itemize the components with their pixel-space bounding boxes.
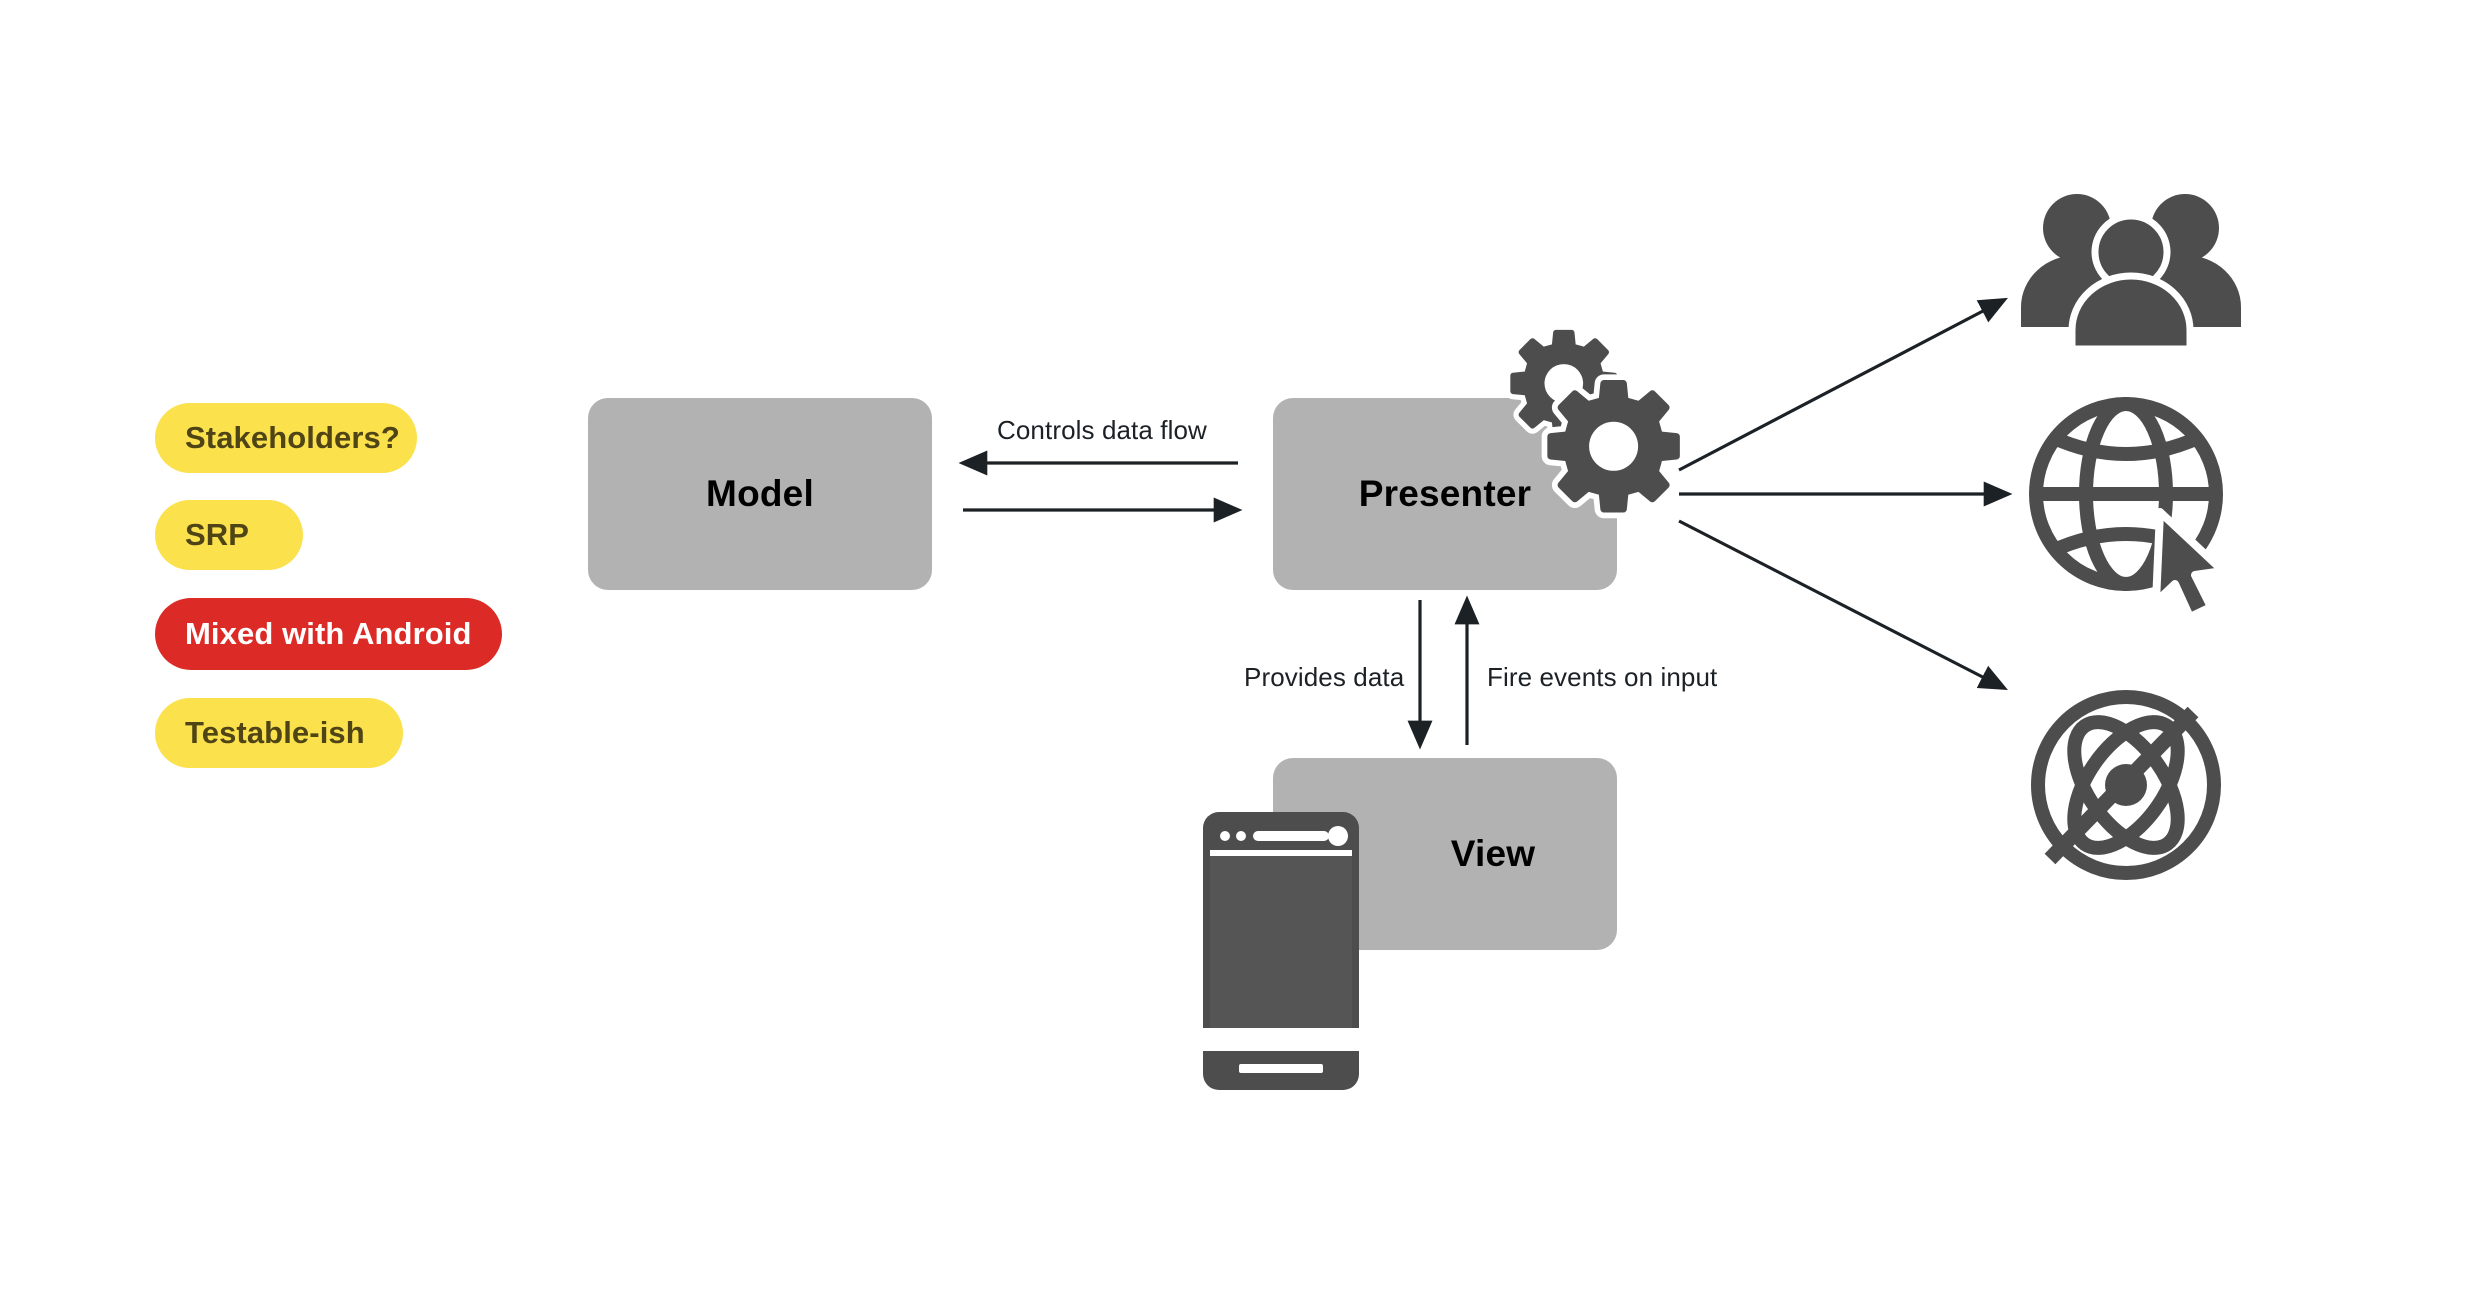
connector-label-fire-events-on-input: Fire events on input	[1487, 662, 1718, 692]
tag-pill-srp[interactable]: SRP	[155, 500, 303, 570]
atom-nucleus-icon	[2105, 764, 2147, 806]
tag-pill-label: Mixed with Android	[185, 616, 472, 651]
model-box[interactable]: Model	[588, 398, 932, 590]
tag-pill-testable-ish[interactable]: Testable-ish	[155, 698, 403, 768]
cursor-arrow-icon	[2152, 508, 2227, 621]
tag-pill-label: SRP	[185, 517, 250, 552]
connector-label-controls-data-flow: Controls data flow	[997, 415, 1207, 445]
tag-pill-label: Stakeholders?	[185, 420, 400, 455]
mobile-phone-icon	[1203, 812, 1359, 1090]
arrow-presenter-to-stakeholders	[1678, 297, 2008, 472]
tag-pill-label: Testable-ish	[185, 715, 365, 750]
arrow-presenter-to-testing	[1678, 519, 2008, 691]
view-box-label: View	[1450, 833, 1536, 874]
connector-label-provides-data: Provides data	[1244, 662, 1405, 692]
presenter-box[interactable]: Presenter	[1273, 398, 1617, 590]
presenter-box-label: Presenter	[1358, 473, 1532, 514]
stakeholders-group-icon	[2021, 194, 2241, 353]
tag-pill-stakeholders[interactable]: Stakeholders?	[155, 403, 417, 473]
globe-cursor-icon	[2029, 397, 2223, 591]
atom-test-icon	[2031, 690, 2221, 880]
model-box-label: Model	[706, 473, 814, 514]
tag-pill-mixed-with-android[interactable]: Mixed with Android	[155, 598, 502, 670]
